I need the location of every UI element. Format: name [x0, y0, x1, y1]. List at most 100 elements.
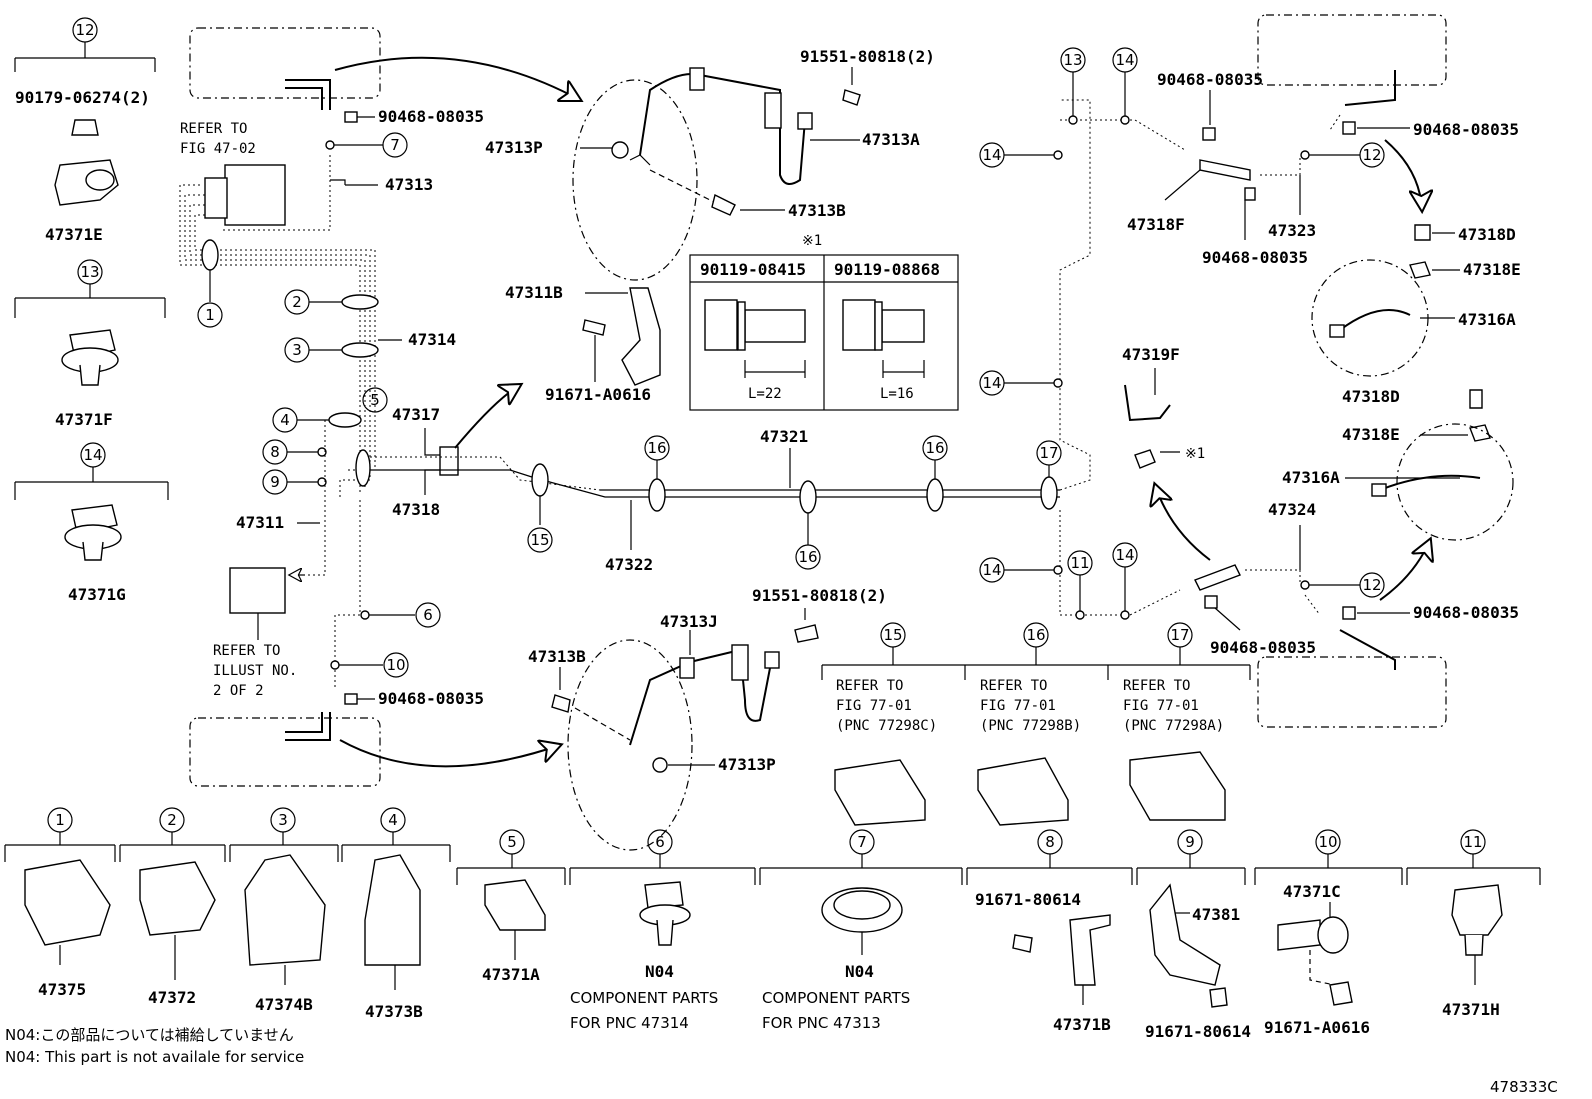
component-parts-b-line1: COMPONENT PARTS	[762, 989, 910, 1007]
grommet-icon	[652, 757, 668, 773]
bolt-icon	[1329, 981, 1353, 1006]
callout-12: 12	[75, 21, 94, 39]
callout-11: 11	[1070, 554, 1089, 572]
part-47316A-top: 47316A	[1458, 310, 1516, 329]
detail-ellipse-right-top	[1311, 259, 1429, 377]
clip-icon	[344, 111, 358, 123]
part-47324: 47324	[1268, 500, 1316, 519]
callout-1: 1	[205, 306, 215, 324]
refer-15-line3: (PNC 77298C)	[836, 718, 937, 734]
clip-group-14: 14 47371G	[14, 442, 169, 604]
callout-16: 16	[798, 548, 817, 566]
clip-group-13: 13 47371F	[14, 259, 166, 429]
callout-13: 13	[1063, 51, 1082, 69]
callout-10: 10	[386, 656, 405, 674]
bolt-icon	[1469, 389, 1483, 409]
callout-12: 12	[1362, 146, 1381, 164]
part-47314: 47314	[408, 330, 456, 349]
callout-14: 14	[1115, 546, 1134, 564]
refer-17-line3: (PNC 77298A)	[1123, 718, 1224, 734]
callout-14: 14	[1115, 51, 1134, 69]
part-47371H: 47371H	[1442, 1000, 1500, 1019]
refer-illust-line3: 2 OF 2	[213, 683, 264, 699]
part-91671-A0616-b: 91671-A0616	[1264, 1018, 1370, 1037]
part-47373B: 47373B	[365, 1002, 423, 1021]
part-47318: 47318	[392, 500, 440, 519]
part-47319F: 47319F	[1122, 345, 1180, 364]
part-91671-80614-b: 91671-80614	[1145, 1022, 1251, 1041]
part-90468-top: 90468-08035	[378, 107, 484, 126]
refer-15-line1: REFER TO	[836, 678, 903, 694]
callout-3: 3	[292, 341, 302, 359]
note-jp: N04:この部品については補給していません	[5, 1026, 294, 1044]
callout-8: 8	[270, 443, 280, 461]
union-icon	[439, 446, 459, 476]
part-90468-right-top: 90468-08035	[1157, 70, 1263, 89]
part-91671-A0616: 91671-A0616	[545, 385, 651, 404]
callout-5: 5	[370, 391, 380, 409]
refer-17-line2: FIG 77-01	[1123, 698, 1199, 714]
part-47321: 47321	[760, 427, 808, 446]
clip-icon	[1342, 121, 1356, 135]
brake-actuator-icon	[224, 164, 286, 226]
callout-15: 15	[530, 531, 549, 549]
part-47381: 47381	[1192, 905, 1240, 924]
refer-box-icon	[229, 567, 286, 614]
detail-ellipse-right-bottom	[1396, 423, 1514, 541]
component-parts-b-line2: FOR PNC 47313	[762, 1014, 881, 1032]
bolt-col2: 90119-08868	[834, 260, 940, 279]
part-47371F: 47371F	[55, 410, 113, 429]
callout-6: 6	[655, 833, 665, 851]
diagram-id: 478333C	[1490, 1078, 1558, 1096]
part-47313A: 47313A	[862, 130, 920, 149]
clip-icon	[1342, 606, 1356, 620]
callout-10: 10	[1318, 833, 1337, 851]
bolt-len2: L=16	[880, 386, 914, 402]
table-mark-ref: ※1	[1185, 446, 1205, 462]
part-47371C: 47371C	[1283, 882, 1341, 901]
callout-9: 9	[1185, 833, 1195, 851]
part-47323: 47323	[1268, 221, 1316, 240]
part-47313P-top: 47313P	[485, 138, 543, 157]
clip-icon	[344, 693, 358, 705]
part-47313B-bottom: 47313B	[528, 647, 586, 666]
bottom-clip-row: 1 47375 2 47372 3 47374B 4 47373B 5 4737…	[4, 807, 1541, 1041]
callout-16: 16	[1026, 626, 1045, 644]
bolt-icon	[1134, 449, 1156, 469]
part-47317: 47317	[392, 405, 440, 424]
part-91551-top: 91551-80818(2)	[800, 47, 935, 66]
part-90468-right-upper: 90468-08035	[1413, 120, 1519, 139]
refer-17-line1: REFER TO	[1123, 678, 1190, 694]
bolt-icon	[794, 624, 819, 643]
callout-11: 11	[1463, 833, 1482, 851]
part-47371G: 47371G	[68, 585, 126, 604]
part-90468-lower-left: 90468-08035	[378, 689, 484, 708]
callout-7: 7	[857, 833, 867, 851]
part-47371E: 47371E	[45, 225, 103, 244]
detail-box-lower-left	[189, 717, 381, 787]
detail-box-lower-right	[1257, 656, 1447, 728]
part-47318E-bottom: 47318E	[1342, 425, 1400, 444]
part-47372: 47372	[148, 988, 196, 1007]
bolt-icon	[1209, 987, 1228, 1008]
part-47318F: 47318F	[1127, 215, 1185, 234]
clip-icon	[1204, 595, 1218, 609]
detail-box-upper-right	[1257, 14, 1447, 86]
callout-7: 7	[390, 136, 400, 154]
refer-fig-47-02-line1: REFER TO	[180, 121, 247, 137]
bolt-icon	[711, 193, 736, 216]
callout-2: 2	[292, 293, 302, 311]
refer-16-line3: (PNC 77298B)	[980, 718, 1081, 734]
part-47322: 47322	[605, 555, 653, 574]
part-47318D-bottom: 47318D	[1342, 387, 1400, 406]
callout-14: 14	[982, 561, 1001, 579]
note-en: N04: This part is not availale for servi…	[5, 1048, 304, 1066]
clamp-icon	[1129, 751, 1226, 821]
n04-b: N04	[845, 962, 874, 981]
callout-14: 14	[83, 446, 102, 464]
clip-icon	[1451, 884, 1503, 936]
callout-17: 17	[1039, 444, 1058, 462]
callout-4: 4	[388, 811, 398, 829]
part-91671-80614-a: 91671-80614	[975, 890, 1081, 909]
part-47316A-bottom: 47316A	[1282, 468, 1340, 487]
